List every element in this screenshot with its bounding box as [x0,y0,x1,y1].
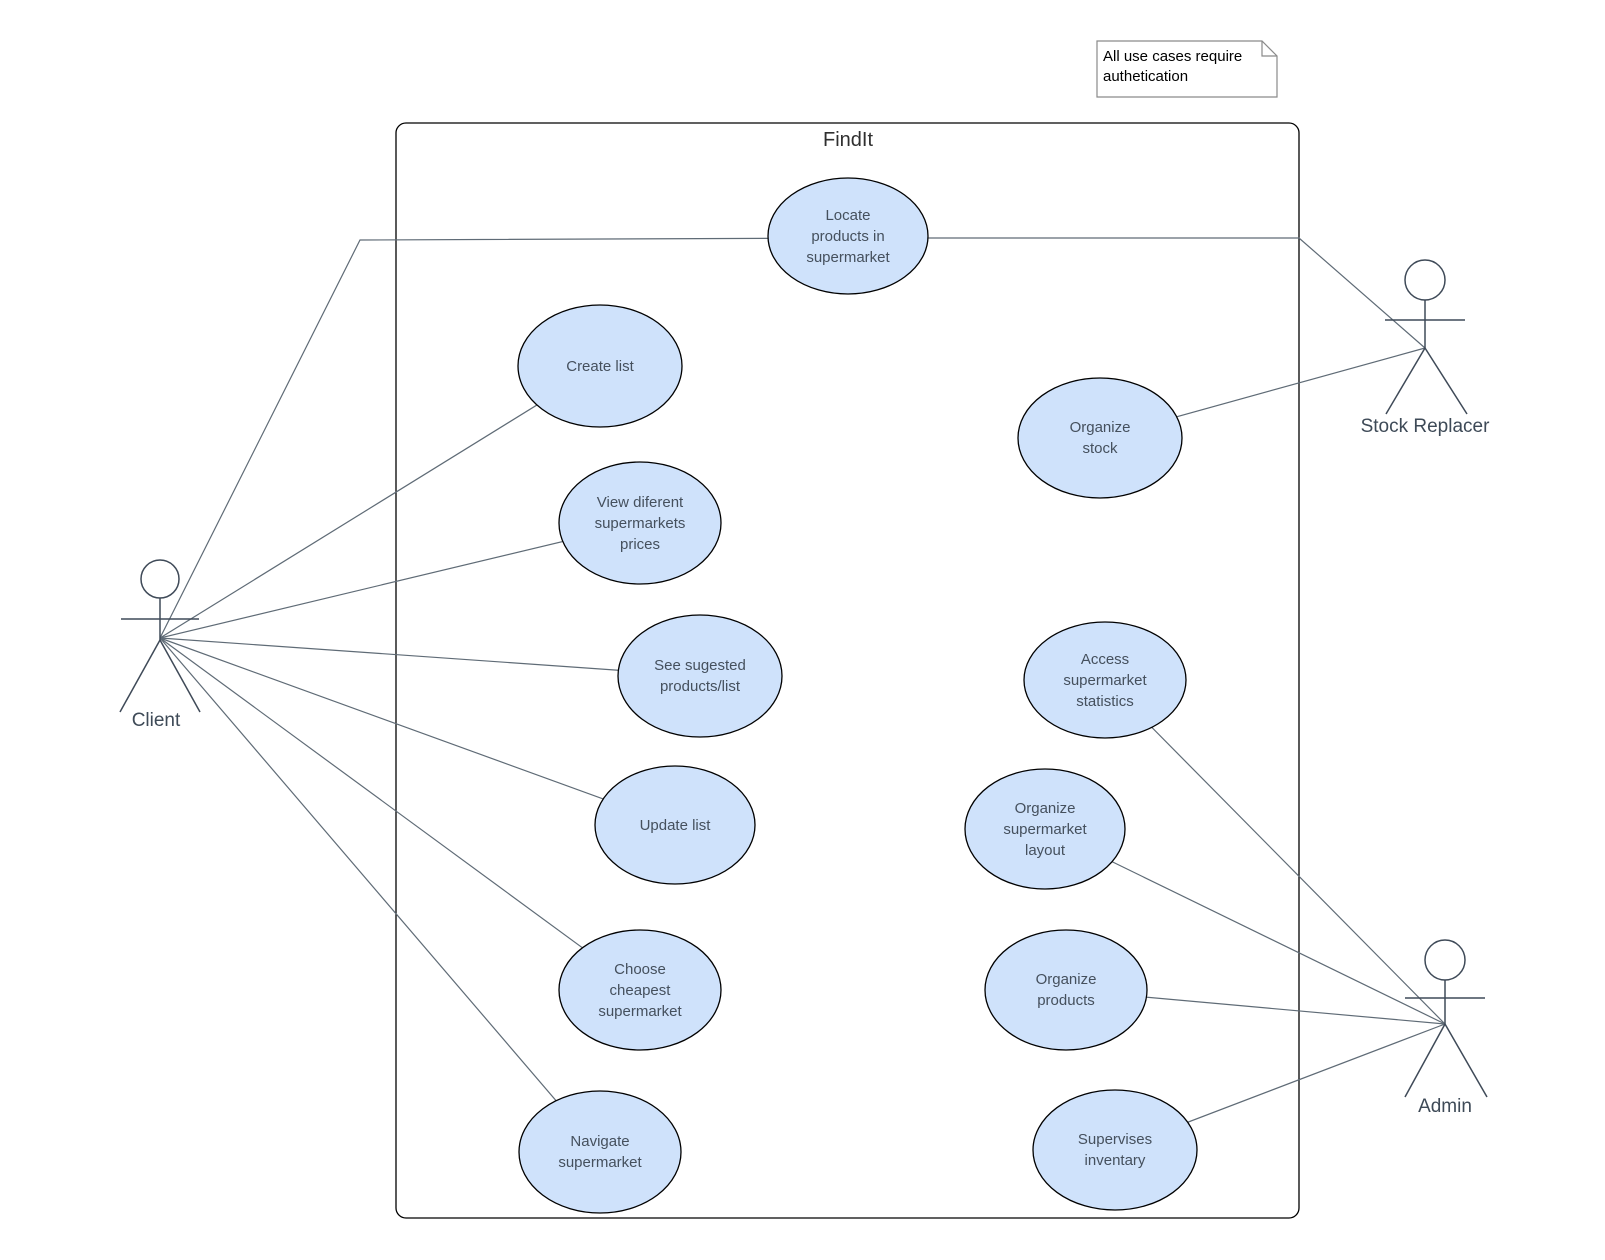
usecase-view-prices-ellipse [558,461,722,585]
admin-right-leg [1444,1023,1488,1098]
stock-replacer-right-leg [1424,347,1468,415]
actor-client-icon [119,559,201,713]
usecase-supervises-inventory-ellipse [1032,1089,1198,1211]
usecase-navigate-ellipse [518,1090,682,1214]
connectors [159,237,1446,1153]
usecase-organize-stock-label: Organize stock [1069,419,1131,457]
note-shape [1096,40,1278,98]
usecase-see-suggested-label: See sugested products/list [654,657,746,695]
admin-head [1424,939,1466,981]
connector-client-view-prices [159,522,641,639]
connector-client-see-suggested [159,637,701,677]
usecase-update-list-ellipse [594,765,756,885]
connector-client-update-list [159,637,676,826]
actor-admin-icon [1404,939,1488,1098]
usecase-navigate-label: Navigate supermarket [558,1133,642,1171]
usecase-organize-stock-ellipse [1017,377,1183,499]
usecase-update-list-label: Update list [639,816,711,834]
admin-left-leg [1404,1023,1446,1098]
usecase-see-suggested-ellipse [617,614,783,738]
note-body [1096,40,1278,98]
actor-stock-replacer-label: Stock Replacer [1360,416,1490,437]
connector-client-locate-products [159,237,849,639]
use-case-ellipses [517,177,1198,1214]
usecase-supervises-inventory-label: Supervises inventary [1077,1131,1153,1169]
usecase-locate-products-label: Locate products in supermarket [806,206,890,266]
usecase-choose-cheapest-label: Choose cheapest supermarket [598,960,682,1020]
connector-locate-products-stock-replacer [848,237,1426,349]
note-text: All use cases require authetication [1103,48,1243,85]
usecase-organize-products-label: Organize products [1035,971,1097,1009]
usecase-organize-layout-label: Organize supermarket layout [1003,799,1087,859]
usecase-create-list-label: Create list [566,357,634,375]
usecase-locate-products-ellipse [767,177,929,295]
usecase-access-statistics-label: Access supermarket statistics [1063,650,1147,710]
usecase-create-list-ellipse [517,304,683,428]
client-head [140,559,180,599]
usecase-organize-layout-ellipse [964,768,1126,890]
client-left-leg [119,639,161,713]
stock-replacer-left-leg [1385,347,1426,415]
stock-replacer-head [1404,259,1446,301]
connector-client-create-list [159,365,601,639]
usecase-view-prices-label: View diferent supermarkets prices [594,493,686,553]
connector-admin-access-statistics [1104,679,1446,1025]
connector-client-navigate [159,637,601,1153]
actor-admin-label: Admin [1418,1096,1472,1117]
usecase-choose-cheapest-ellipse [558,929,722,1051]
system-boundary-box [395,122,1300,1219]
system-title: FindIt [822,128,874,151]
connector-client-choose-cheapest [159,637,641,991]
usecase-access-statistics-ellipse [1023,621,1187,739]
usecase-organize-products-ellipse [984,929,1148,1051]
note-fold-corner-icon [1261,41,1277,57]
actor-stock-replacer-icon [1385,259,1468,415]
client-right-leg [159,639,201,713]
actor-client-label: Client [131,710,181,731]
